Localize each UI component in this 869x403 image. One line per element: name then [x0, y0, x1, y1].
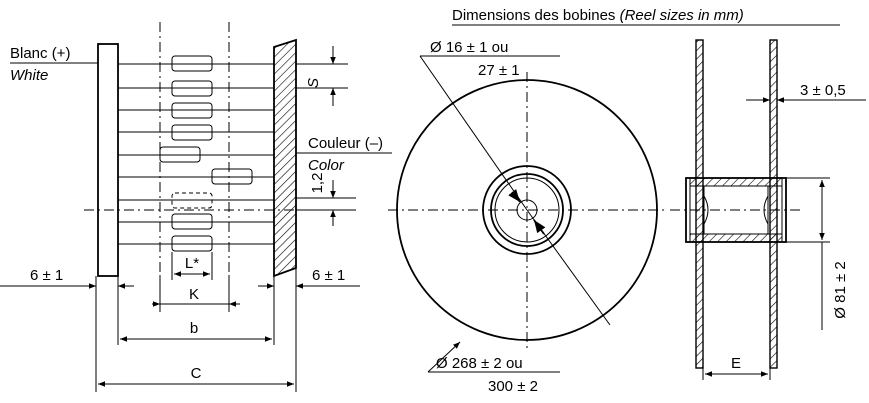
white-tape [97, 43, 119, 277]
reel-dia-line2: 300 ± 2 [488, 378, 538, 395]
tape-section: S 1,2 Blanc (+) White Couleur (–) Color … [0, 22, 392, 392]
k-label: K [189, 286, 199, 303]
c-label: C [191, 365, 202, 382]
blanc-label: Blanc (+) [10, 45, 70, 62]
reel-dia-line1: Ø 268 ± 2 ou [436, 355, 523, 372]
color-tape [273, 38, 297, 278]
core-dia-label: Ø 81 ± 2 [832, 261, 849, 318]
white-label: White [10, 67, 48, 84]
e-label: E [731, 355, 741, 372]
title-label: Dimensions des bobines (Reel sizes in mm… [452, 7, 744, 24]
margin-left-label: 6 ± 1 [30, 267, 63, 284]
reel-front-view: Dimensions des bobines (Reel sizes in mm… [388, 7, 840, 395]
components [118, 55, 274, 252]
flange-label: 3 ± 0,5 [800, 82, 846, 99]
lstar-label: L* [185, 255, 199, 272]
margin-right-label: 6 ± 1 [312, 267, 345, 284]
reel-side-view: 3 ± 0,5 Ø 81 ± 2 E [670, 39, 866, 380]
color-label: Color [308, 157, 345, 174]
hub-dia-line2: 27 ± 1 [478, 62, 520, 79]
hub-dia-line1: Ø 16 ± 1 ou [430, 39, 508, 56]
pitch-label: 1,2 [309, 173, 326, 194]
s-label: S [305, 78, 322, 88]
b-label: b [190, 320, 198, 337]
couleur-label: Couleur (–) [308, 135, 383, 152]
